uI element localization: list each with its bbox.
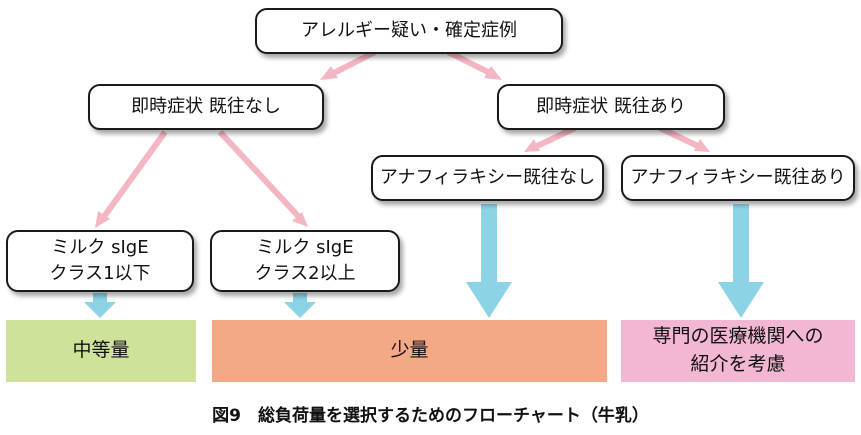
node-branch-right-label: 即時症状 既往あり — [536, 95, 686, 117]
outcome-referral-line2: 紹介を考慮 — [690, 353, 786, 375]
node-branch-left: 即時症状 既往なし — [88, 84, 324, 130]
outcome-referral: 専門の医療機関への 紹介を考慮 — [621, 320, 855, 382]
arrow-root-to-right — [446, 49, 502, 80]
outcome-small-label: 少量 — [390, 339, 429, 362]
node-root-label: アレルギー疑い・確定症例 — [301, 19, 517, 41]
figure-caption: 図9 総負荷量を選択するためのフローチャート（牛乳） — [212, 406, 649, 426]
arrow-root-to-left — [320, 49, 377, 80]
arrow-left-to-milk-low — [95, 130, 168, 228]
arrow-anaphylaxis-none-to-small — [466, 204, 512, 318]
arrow-milk-high-to-small — [284, 293, 316, 318]
node-root: アレルギー疑い・確定症例 — [255, 8, 563, 54]
node-anaphylaxis-yes: アナフィラキシー既往あり — [621, 155, 855, 201]
outcome-small: 少量 — [212, 320, 607, 382]
node-branch-right: 即時症状 既往あり — [497, 84, 725, 130]
node-anaphylaxis-yes-label: アナフィラキシー既往あり — [630, 166, 846, 188]
node-anaphylaxis-none: アナフィラキシー既往なし — [371, 155, 604, 201]
node-milk-low: ミルク sIgE クラス1以下 — [6, 230, 194, 292]
node-milk-high-line2: クラス2以上 — [254, 263, 356, 284]
node-milk-low-line1: ミルク sIgE — [51, 236, 149, 258]
node-anaphylaxis-none-label: アナフィラキシー既往なし — [379, 166, 596, 188]
outcome-referral-line1: 専門の医療機関への — [652, 325, 824, 348]
arrow-milk-low-to-medium — [84, 293, 116, 318]
node-branch-left-label: 即時症状 既往なし — [131, 95, 281, 117]
node-milk-high: ミルク sIgE クラス2以上 — [210, 230, 400, 292]
outcome-medium: 中等量 — [6, 320, 196, 382]
arrow-right-to-anaphylaxis-yes — [658, 125, 710, 152]
arrow-anaphylaxis-yes-to-referral — [718, 204, 764, 318]
node-milk-high-line1: ミルク sIgE — [256, 236, 354, 258]
node-milk-low-line2: クラス1以下 — [49, 263, 151, 284]
outcome-medium-label: 中等量 — [72, 339, 130, 362]
arrow-left-to-milk-high — [217, 129, 308, 227]
arrow-right-to-anaphylaxis-none — [524, 125, 577, 152]
